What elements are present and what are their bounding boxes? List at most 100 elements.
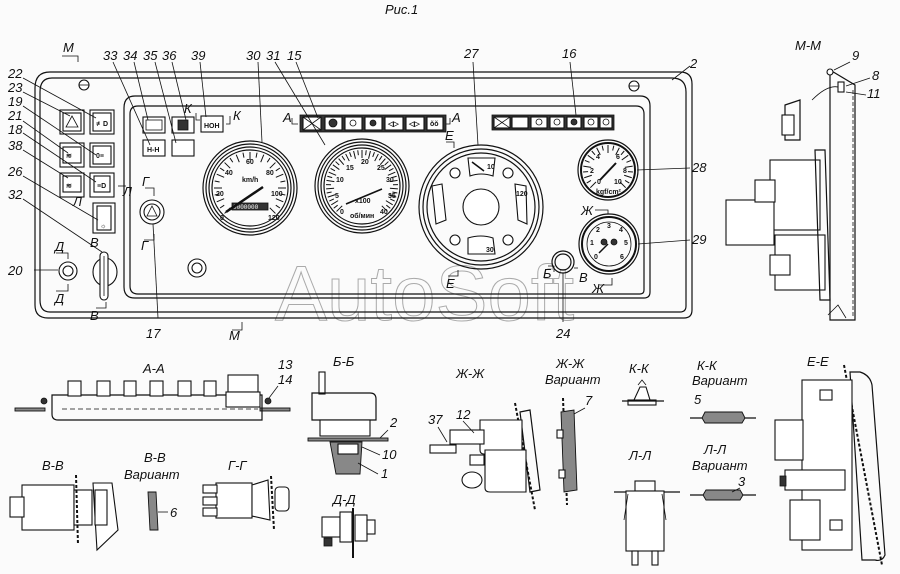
view-label-zh-zh-variant: Вариант [545, 372, 601, 387]
sg-tick-4: 4 [619, 227, 623, 234]
pg-tick-2: 2 [590, 168, 594, 175]
view-d-d: Д-Д [321, 492, 376, 558]
view-v-v: В-В [9, 458, 119, 552]
pg-unit: kgf/cm² [596, 189, 622, 196]
svg-text:◁▷: ◁▷ [387, 121, 399, 128]
svg-text:Г: Г [141, 238, 149, 253]
callout-27: 27 [463, 46, 479, 61]
view-zh-zh-variant: Ж-Ж Вариант 7 [545, 356, 601, 506]
gauge-tick [620, 150, 625, 156]
svg-text:≡D: ≡D [97, 183, 106, 190]
gauge-tick [589, 181, 597, 189]
pressure-gauge: 0 2 4 6 8 10 kgf/cm² [577, 139, 639, 201]
speed-tick-60: 60 [246, 159, 254, 166]
callout-10: 10 [382, 447, 397, 462]
gauge-tick [269, 162, 276, 169]
gauge-tick [365, 150, 367, 156]
view-label-v-v-variant: Вариант [124, 467, 180, 482]
view-label-b-b: Б-Б [333, 354, 355, 369]
view-label-k-k-var: К-К [697, 358, 718, 373]
view-label-m-m: М-М [795, 38, 821, 53]
gauge-tick [385, 200, 393, 206]
speedometer: 0 20 40 60 80 100 120 km/h 0000000 [202, 140, 298, 236]
callout-5: 5 [694, 392, 702, 407]
svg-text:H-H: H-H [147, 147, 159, 154]
callout-36: 36 [162, 48, 177, 63]
callout-20: 20 [7, 263, 23, 278]
view-label-l-l: Л-Л [628, 448, 651, 463]
gauge-tick [392, 191, 398, 194]
view-v-v-variant: В-В Вариант 6 [124, 450, 180, 531]
view-l-l: Л-Л [614, 448, 680, 566]
view-label-v-v-var: В-В [144, 450, 166, 465]
callout-30: 30 [246, 48, 261, 63]
combo-right-tick: 120 [516, 191, 528, 198]
gauge-tick [384, 161, 389, 166]
speed-tick-100: 100 [271, 191, 283, 198]
gauge-tick [338, 158, 345, 166]
main-panel [34, 71, 693, 319]
gauge-tick [389, 198, 395, 202]
tach-tick-25: 25 [377, 165, 385, 172]
view-m-m: М-М 9 8 11 [725, 38, 881, 321]
callout-17: 17 [146, 326, 161, 341]
view-label-zh-zh: Ж-Ж [455, 366, 485, 381]
svg-text:Д: Д [53, 291, 64, 306]
callout-15: 15 [287, 48, 302, 63]
gauge-tick [596, 147, 601, 156]
sg-tick-3: 3 [607, 223, 611, 230]
svg-text:Е: Е [445, 128, 454, 143]
gauge-tick [327, 175, 333, 179]
odometer: 0000000 [233, 204, 259, 211]
gauge-tick [587, 154, 595, 161]
gauge-tick [624, 180, 630, 184]
gauge-tick [275, 167, 281, 172]
svg-text:HOH: HOH [204, 123, 220, 130]
svg-text:≢D: ≢D [96, 121, 108, 128]
pg-tick-0: 0 [597, 179, 601, 186]
callout-7: 7 [585, 393, 593, 408]
section-markers: М М А А Е Е Б В Ж Ж Г Г Д Д В В К К Л Л [53, 40, 613, 343]
callout-28: 28 [691, 160, 707, 175]
gauge-tick [326, 191, 332, 194]
speed-tick-80: 80 [266, 170, 274, 177]
gauge-tick [326, 187, 335, 190]
gauge-tick [357, 150, 359, 156]
tach-tick-30: 30 [386, 177, 394, 184]
svg-text:В: В [90, 235, 99, 250]
svg-text:◁▷: ◁▷ [408, 121, 420, 128]
gauge-tick [219, 167, 225, 172]
svg-text:В: В [579, 270, 588, 285]
view-a-a: А-А 13 14 [14, 357, 293, 421]
svg-text:А: А [451, 110, 461, 125]
gauge-tick [341, 155, 346, 161]
gauge-tick [330, 167, 336, 172]
svg-text:≋: ≋ [66, 153, 72, 160]
svg-text:Г: Г [142, 174, 150, 189]
gauge-tick [612, 145, 615, 151]
view-g-g: Г-Г [202, 458, 290, 531]
gauge-tick [335, 161, 340, 166]
view-label-d-d: Д-Д [331, 492, 356, 507]
small-gauge: 0 1 2 3 4 5 6 [578, 213, 640, 275]
svg-text:К: К [233, 108, 242, 123]
svg-text:Ж: Ж [591, 281, 605, 296]
gauge-tick [374, 153, 379, 162]
combination-gauge: 10 120 30 [418, 144, 544, 270]
tach-tick-15: 15 [346, 165, 354, 172]
watermark: AutoSoft [275, 249, 575, 337]
speed-tick-0: 0 [220, 215, 224, 222]
speed-tick-120: 120 [268, 215, 280, 222]
svg-text:≋: ≋ [66, 183, 72, 190]
view-label-k-k: К-К [629, 361, 650, 376]
gauge-tick [216, 198, 225, 203]
svg-text:М: М [229, 328, 240, 343]
switch-block-top: HOH H-H [142, 115, 224, 157]
gauge-tick [349, 152, 352, 158]
gauge-tick [275, 204, 281, 209]
gauge-tick [214, 193, 220, 196]
callout-8: 8 [872, 68, 880, 83]
gauge-tick [389, 187, 398, 190]
indicator-strip-16 [491, 114, 615, 131]
combo-top-tick: 10 [487, 164, 495, 171]
